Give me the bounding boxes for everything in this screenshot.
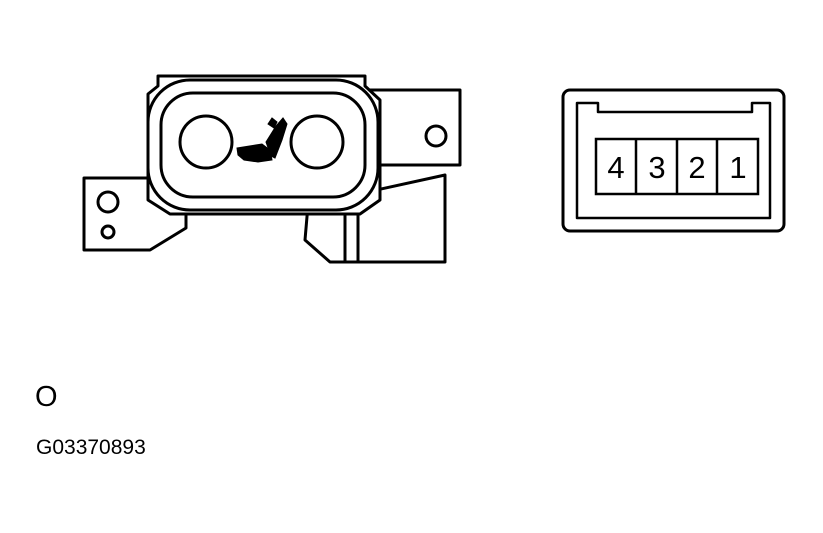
view-label: O bbox=[35, 381, 58, 413]
switch-bezel-inner bbox=[159, 91, 367, 199]
pin-label-4: 4 bbox=[607, 150, 624, 185]
seat-switch-assembly bbox=[82, 74, 462, 264]
pin-label-2: 2 bbox=[688, 150, 705, 185]
connector-inner bbox=[575, 101, 772, 220]
bracket-hole-large bbox=[96, 190, 120, 214]
pin-label-3: 3 bbox=[648, 150, 665, 185]
right-bracket-hole bbox=[424, 124, 448, 148]
knob-right bbox=[289, 114, 345, 170]
bracket-hole-small bbox=[100, 224, 116, 240]
connector-outer bbox=[561, 88, 786, 233]
knob-left bbox=[178, 114, 234, 170]
pin-label-1: 1 bbox=[729, 150, 746, 185]
lower-housing bbox=[303, 173, 447, 264]
connector-face bbox=[561, 88, 786, 233]
figure-id: G03370893 bbox=[36, 436, 146, 459]
seat-icon bbox=[236, 117, 288, 163]
